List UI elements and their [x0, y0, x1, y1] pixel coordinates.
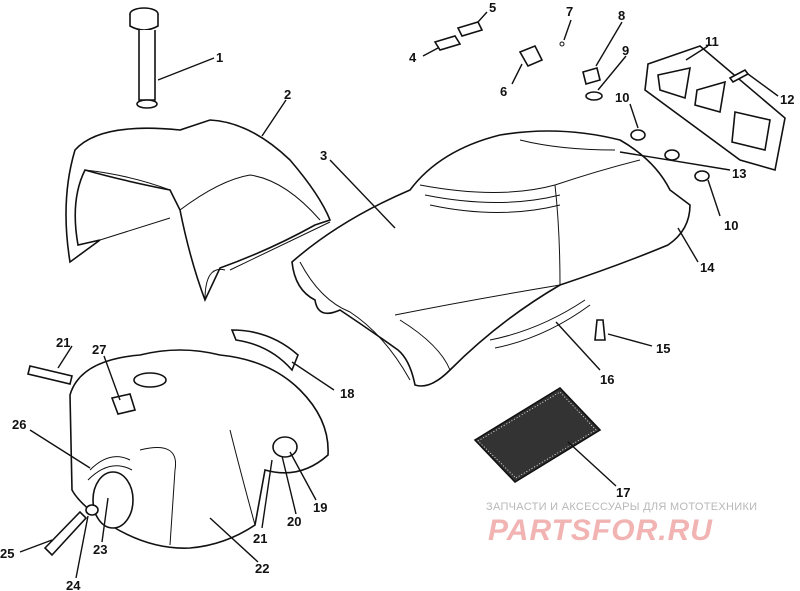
- callout-27: 27: [92, 342, 106, 357]
- seat-base-edge: [494, 304, 591, 349]
- bolt-15: [594, 319, 606, 341]
- callout-7: 7: [566, 4, 573, 19]
- callout-18: 18: [340, 386, 354, 401]
- seat-base: [489, 299, 586, 341]
- callout-9: 9: [622, 43, 629, 58]
- callout-1: 1: [216, 50, 223, 65]
- callout-21b: 21: [253, 531, 267, 546]
- callout-17: 17: [616, 485, 630, 500]
- watermark: ЗАПЧАСТИ И АКСЕССУАРЫ ДЛЯ МОТОТЕХНИКИ PA…: [486, 501, 757, 547]
- watermark-tagline: ЗАПЧАСТИ И АКСЕССУАРЫ ДЛЯ МОТОТЕХНИКИ: [486, 501, 757, 513]
- callout-4: 4: [409, 50, 417, 65]
- small-hardware: [433, 21, 603, 101]
- vent-hose: [27, 365, 73, 385]
- foam-pad: [473, 386, 602, 484]
- callout-15: 15: [656, 341, 670, 356]
- strap-18: [230, 329, 299, 372]
- leader-lines: [19, 11, 779, 579]
- callout-11: 11: [705, 34, 719, 49]
- callout-6: 6: [500, 84, 507, 99]
- callout-13: 13: [732, 166, 746, 181]
- callout-12: 12: [780, 92, 794, 107]
- callout-3: 3: [320, 148, 327, 163]
- fuel-line-25: [43, 510, 88, 557]
- callout-2: 2: [284, 87, 291, 102]
- fitting-24: [85, 504, 99, 516]
- callout-10b: 10: [724, 218, 738, 233]
- callout-26: 26: [12, 417, 26, 432]
- callout-5: 5: [489, 0, 496, 15]
- callout-10a: 10: [615, 90, 629, 105]
- front-cover: [65, 119, 332, 303]
- bulbs: [630, 129, 710, 182]
- callout-24: 24: [66, 578, 81, 591]
- watermark-brand: PARTSFOR.RU: [488, 514, 713, 547]
- callout-21a: 21: [56, 335, 70, 350]
- gauge-bezel: [644, 45, 786, 172]
- seat: [291, 130, 691, 387]
- callout-14: 14: [700, 260, 715, 275]
- callout-16: 16: [600, 372, 614, 387]
- callout-8: 8: [618, 8, 625, 23]
- callout-20: 20: [287, 514, 301, 529]
- callout-25: 25: [0, 546, 14, 561]
- callout-19: 19: [313, 500, 327, 515]
- callout-22: 22: [255, 561, 269, 576]
- callout-23: 23: [93, 542, 107, 557]
- fuel-tank: [69, 349, 329, 549]
